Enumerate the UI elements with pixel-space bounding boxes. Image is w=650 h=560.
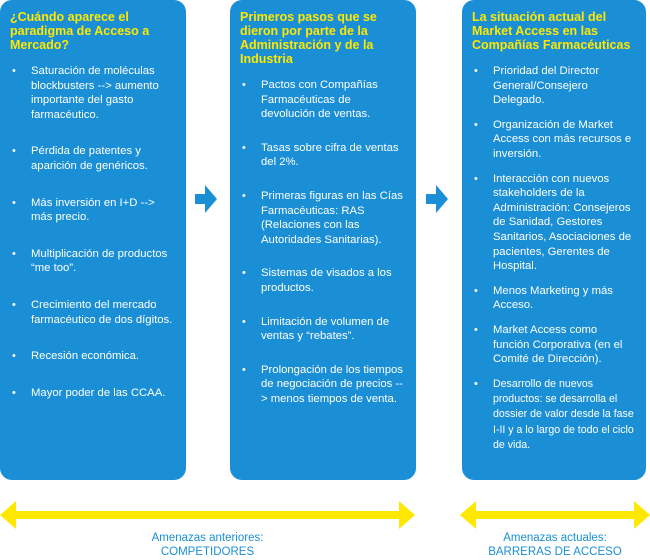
list-item: • Organización de Market Access con más r… [472, 118, 634, 162]
caption-line: BARRERAS DE ACCESO [488, 546, 622, 558]
item-list: • Prioridad del Director General/Consejer… [472, 64, 634, 453]
list-item: • Sistemas de visados a los productos. [240, 266, 404, 295]
bullet-icon: • [474, 65, 478, 77]
bullet-icon: • [242, 79, 246, 91]
item-list: • Saturación de moléculas blockbusters --… [10, 64, 174, 400]
list-item-text: Más inversión en I+D --> más precio. [31, 196, 155, 224]
list-item-text: Saturación de moléculas blockbusters -->… [31, 65, 159, 121]
list-item: • Crecimiento del mercado farmacéutico de… [10, 298, 174, 327]
panel-first-steps: Primeros pasos que se dieron por parte d… [230, 0, 416, 480]
list-item: • Desarrollo de nuevos productos: se desa… [472, 377, 634, 453]
right-arrow-icon [195, 185, 217, 213]
item-list: • Pactos con Compañías Farmacéuticas de d… [240, 78, 404, 407]
list-item-text: Pactos con Compañías Farmacéuticas de de… [261, 79, 378, 121]
panel-origin: ¿Cuándo aparece el paradigma de Acceso a… [0, 0, 186, 480]
bullet-icon: • [242, 189, 246, 202]
list-item: • Multiplicación de productos “me too”. [10, 247, 174, 276]
caption-previous-threats: Amenazas anteriores: COMPETIDORES [0, 531, 415, 559]
caption-line: Amenazas actuales: [503, 532, 607, 544]
right-arrow-icon [426, 185, 448, 213]
panel-title: ¿Cuándo aparece el paradigma de Acceso a… [10, 10, 150, 52]
bullet-icon: • [242, 363, 246, 376]
list-item: • Mayor poder de las CCAA. [10, 386, 174, 401]
list-item-text: Pérdida de patentes y aparición de genér… [31, 145, 148, 172]
bullet-icon: • [242, 141, 246, 154]
list-item-text: Primeras figuras en las Cías Farmacéutic… [261, 189, 403, 246]
bullet-icon: • [12, 350, 16, 363]
list-item-text: Prioridad del Director General/Consejero… [493, 65, 600, 107]
list-item: • Limitación de volumen de ventas y “reba… [240, 315, 404, 344]
bullet-icon: • [12, 196, 16, 209]
list-item-text: Desarrollo de nuevos productos: se desar… [493, 377, 634, 451]
list-item-text: Market Access como función Corporativa (… [493, 323, 623, 366]
panel-title: Primeros pasos que se dieron por parte d… [240, 10, 377, 66]
list-item: • Recesión económica. [10, 349, 174, 364]
double-arrow-icon [460, 501, 650, 529]
list-item-text: Multiplicación de productos “me too”. [31, 247, 168, 275]
bullet-icon: • [474, 172, 478, 185]
list-item-text: Tasas sobre cifra de ventas del 2%. [261, 141, 399, 169]
bullet-icon: • [12, 386, 16, 399]
caption-current-threats: Amenazas actuales: BARRERAS DE ACCESO [460, 531, 650, 559]
double-arrow-icon [0, 501, 415, 529]
list-item-text: Recesión económica. [31, 350, 140, 363]
list-item: • Saturación de moléculas blockbusters --… [10, 64, 174, 122]
list-item: • Primeras figuras en las Cías Farmacéuti… [240, 189, 404, 247]
list-item-text: Organización de Market Access con más re… [493, 118, 632, 160]
list-item: • Pérdida de patentes y aparición de gené… [10, 144, 174, 173]
bullet-icon: • [12, 65, 16, 77]
caption-line: COMPETIDORES [160, 546, 255, 558]
list-item: • Prioridad del Director General/Consejer… [472, 64, 634, 108]
bullet-icon: • [242, 267, 246, 280]
bullet-icon: • [242, 315, 246, 328]
panel-title: La situación actual del Market Access en… [472, 10, 631, 52]
list-item: • Pactos con Compañías Farmacéuticas de d… [240, 78, 404, 122]
list-item: • Market Access como función Corporativa … [472, 323, 634, 367]
list-item: • Tasas sobre cifra de ventas del 2%. [240, 141, 404, 170]
list-item-text: Sistemas de visados a los productos. [261, 267, 392, 294]
list-item-text: Menos Marketing y más Acceso. [493, 284, 613, 312]
bullet-icon: • [12, 145, 16, 158]
bullet-icon: • [474, 284, 478, 297]
bullet-icon: • [474, 323, 478, 336]
bullet-icon: • [474, 118, 478, 131]
list-item: • Interacción con nuevos stakeholders de … [472, 172, 634, 274]
bullet-icon: • [12, 247, 16, 260]
caption-line: Amenazas anteriores: [151, 532, 264, 544]
panel-current-situation: La situación actual del Market Access en… [462, 0, 646, 480]
bullet-icon: • [12, 298, 16, 311]
list-item: • Más inversión en I+D --> más precio. [10, 196, 174, 225]
list-item-text: Prolongación de los tiempos de negociaci… [261, 363, 403, 405]
list-item-text: Limitación de volumen de ventas y “rebat… [261, 315, 390, 343]
list-item-text: Interacción con nuevos stakeholders de l… [493, 172, 632, 273]
list-item-text: Crecimiento del mercado farmacéutico de … [31, 298, 173, 326]
list-item: • Prolongación de los tiempos de negociac… [240, 363, 404, 407]
list-item: • Menos Marketing y más Acceso. [472, 284, 634, 313]
bullet-icon: • [474, 377, 478, 390]
list-item-text: Mayor poder de las CCAA. [31, 386, 166, 399]
